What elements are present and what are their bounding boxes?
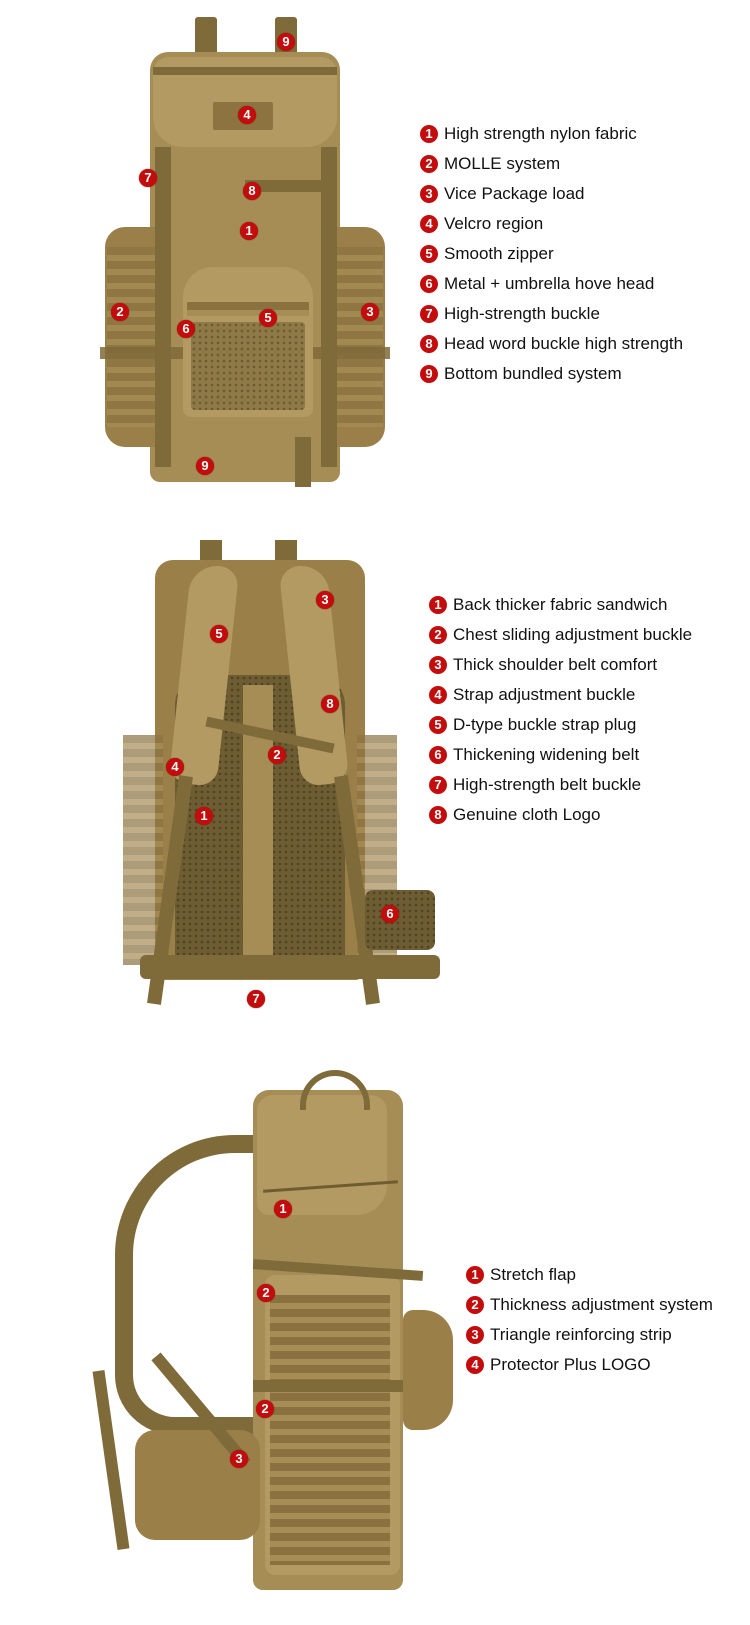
feature-item: 6 Thickening widening belt <box>429 740 692 770</box>
feature-item: 7 High-strength belt buckle <box>429 770 692 800</box>
number-badge: 1 <box>420 125 438 143</box>
marker-badge: 1 <box>240 222 258 240</box>
feature-label: Stretch flap <box>490 1265 576 1284</box>
number-badge: 4 <box>420 215 438 233</box>
front-feature-list: 1 High strength nylon fabric 2 MOLLE syste… <box>420 119 683 389</box>
number-badge: 4 <box>466 1356 484 1374</box>
feature-label: Thickening widening belt <box>453 745 640 764</box>
number-badge: 6 <box>420 275 438 293</box>
number-badge: 6 <box>429 746 447 764</box>
feature-label: Strap adjustment buckle <box>453 685 636 704</box>
feature-item: 4 Strap adjustment buckle <box>429 680 692 710</box>
feature-label: Head word buckle high strength <box>444 334 684 353</box>
front-backpack-image <box>95 12 395 492</box>
number-badge: 3 <box>429 656 447 674</box>
marker-badge: 2 <box>256 1400 274 1418</box>
feature-label: Genuine cloth Logo <box>453 805 601 824</box>
number-badge: 7 <box>429 776 447 794</box>
front-view-panel: 1 High strength nylon fabric 2 MOLLE syste… <box>0 0 750 500</box>
feature-label: High-strength belt buckle <box>453 775 642 794</box>
marker-badge: 7 <box>139 169 157 187</box>
marker-badge: 6 <box>177 320 195 338</box>
feature-item: 8 Genuine cloth Logo <box>429 800 692 830</box>
feature-item: 4 Protector Plus LOGO <box>466 1350 713 1380</box>
marker-badge: 6 <box>381 905 399 923</box>
number-badge: 2 <box>420 155 438 173</box>
marker-badge: 2 <box>257 1284 275 1302</box>
number-badge: 4 <box>429 686 447 704</box>
feature-item: 1 High strength nylon fabric <box>420 119 683 149</box>
marker-badge: 9 <box>196 457 214 475</box>
number-badge: 5 <box>429 716 447 734</box>
number-badge: 3 <box>466 1326 484 1344</box>
marker-badge: 1 <box>274 1200 292 1218</box>
feature-item: 2 Thickness adjustment system <box>466 1290 713 1320</box>
marker-badge: 9 <box>277 33 295 51</box>
marker-badge: 3 <box>361 303 379 321</box>
number-badge: 9 <box>420 365 438 383</box>
marker-badge: 4 <box>238 106 256 124</box>
feature-label: High-strength buckle <box>444 304 600 323</box>
number-badge: 7 <box>420 305 438 323</box>
feature-label: Metal + umbrella hove head <box>444 274 655 293</box>
feature-label: D-type buckle strap plug <box>453 715 637 734</box>
feature-label: Velcro region <box>444 214 544 233</box>
number-badge: 8 <box>420 335 438 353</box>
feature-item: 3 Vice Package load <box>420 179 683 209</box>
feature-label: Bottom bundled system <box>444 364 622 383</box>
back-view-panel: 1 Back thicker fabric sandwich 2 Chest sli… <box>0 520 750 1030</box>
marker-badge: 8 <box>321 695 339 713</box>
feature-item: 5 Smooth zipper <box>420 239 683 269</box>
number-badge: 8 <box>429 806 447 824</box>
marker-badge: 4 <box>166 758 184 776</box>
number-badge: 1 <box>466 1266 484 1284</box>
number-badge: 3 <box>420 185 438 203</box>
back-backpack-image <box>95 535 455 1025</box>
feature-item: 1 Stretch flap <box>466 1260 713 1290</box>
feature-label: Vice Package load <box>444 184 585 203</box>
marker-badge: 3 <box>316 591 334 609</box>
marker-badge: 5 <box>259 309 277 327</box>
marker-badge: 1 <box>195 807 213 825</box>
feature-item: 7 High-strength buckle <box>420 299 683 329</box>
feature-label: Back thicker fabric sandwich <box>453 595 668 614</box>
feature-item: 3 Thick shoulder belt comfort <box>429 650 692 680</box>
feature-label: Chest sliding adjustment buckle <box>453 625 693 644</box>
feature-label: Smooth zipper <box>444 244 554 263</box>
feature-item: 5 D-type buckle strap plug <box>429 710 692 740</box>
feature-label: Thick shoulder belt comfort <box>453 655 658 674</box>
feature-label: Triangle reinforcing strip <box>490 1325 672 1344</box>
marker-badge: 2 <box>111 303 129 321</box>
marker-badge: 8 <box>243 182 261 200</box>
feature-item: 4 Velcro region <box>420 209 683 239</box>
feature-label: Thickness adjustment system <box>490 1295 713 1314</box>
marker-badge: 3 <box>230 1450 248 1468</box>
feature-label: Protector Plus LOGO <box>490 1355 651 1374</box>
marker-badge: 7 <box>247 990 265 1008</box>
marker-badge: 2 <box>268 746 286 764</box>
feature-item: 2 MOLLE system <box>420 149 683 179</box>
feature-label: MOLLE system <box>444 154 561 173</box>
feature-item: 9 Bottom bundled system <box>420 359 683 389</box>
feature-item: 1 Back thicker fabric sandwich <box>429 590 692 620</box>
back-feature-list: 1 Back thicker fabric sandwich 2 Chest sli… <box>429 590 692 830</box>
number-badge: 1 <box>429 596 447 614</box>
feature-item: 8 Head word buckle high strength <box>420 329 683 359</box>
feature-item: 6 Metal + umbrella hove head <box>420 269 683 299</box>
number-badge: 5 <box>420 245 438 263</box>
marker-badge: 5 <box>210 625 228 643</box>
side-feature-list: 1 Stretch flap 2 Thickness adjustment syst… <box>466 1260 713 1380</box>
side-backpack-image <box>85 1070 465 1620</box>
feature-label: High strength nylon fabric <box>444 124 637 143</box>
feature-item: 3 Triangle reinforcing strip <box>466 1320 713 1350</box>
feature-item: 2 Chest sliding adjustment buckle <box>429 620 692 650</box>
number-badge: 2 <box>429 626 447 644</box>
number-badge: 2 <box>466 1296 484 1314</box>
